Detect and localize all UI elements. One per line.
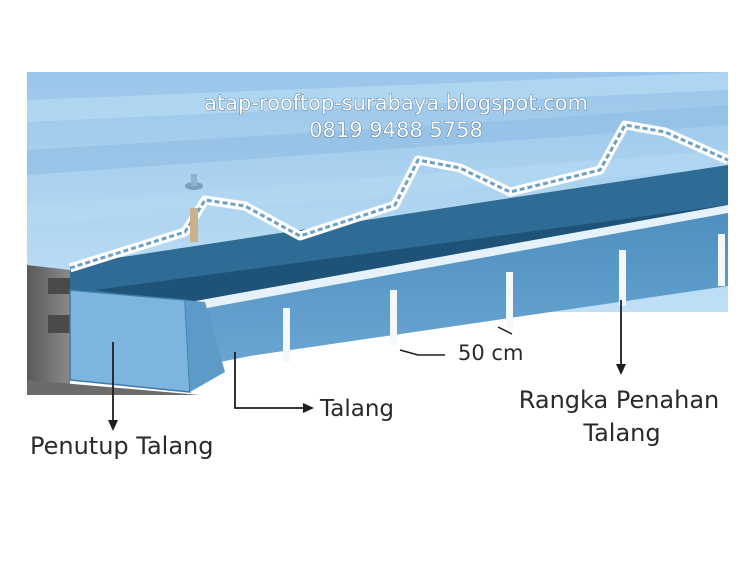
spacing-label: 50 cm (458, 341, 523, 365)
label-gutter: Talang (319, 396, 394, 422)
label-gutter-cover: Penutup Talang (30, 432, 214, 460)
arrow-bracket (616, 300, 626, 375)
watermark-site: atap-rooftop-surabaya.blogspot.com (204, 91, 588, 115)
spacing-annotation: 50 cm (399, 326, 523, 365)
gutter-body (190, 205, 728, 366)
gutter-end-cap (69, 289, 225, 393)
label-bracket-line2: Talang (582, 419, 660, 447)
watermark-phone: 0819 9488 5758 (309, 118, 483, 142)
arrow-gutter (234, 352, 314, 413)
roof-screw (185, 174, 203, 242)
watermark: atap-rooftop-surabaya.blogspot.com 0819 … (204, 91, 589, 143)
roof-profile (68, 120, 730, 273)
gutter-brackets (283, 234, 725, 362)
label-bracket-line1: Rangka Penahan (519, 386, 720, 414)
arrow-gutter-cover (108, 342, 118, 431)
gutter-channel (70, 165, 728, 304)
